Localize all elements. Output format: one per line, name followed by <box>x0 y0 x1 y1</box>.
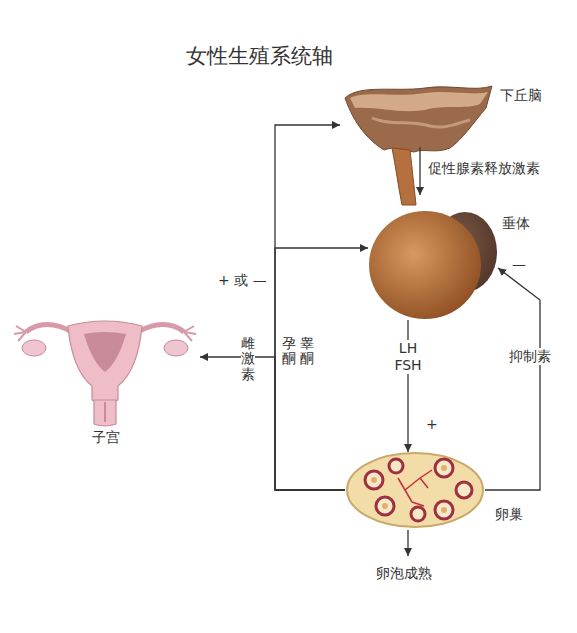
hypothalamus-node: 下丘脑 <box>340 85 495 147</box>
hormone-name: 睾酮 <box>300 336 314 367</box>
hormone-name: 孕酮 <box>282 336 296 367</box>
inhibition-sign: — <box>512 256 526 273</box>
ovary-drawing <box>347 453 483 527</box>
maturation-arrow <box>407 530 408 556</box>
node-label: 卵巢 <box>495 506 523 523</box>
edge-label: 抑制素 <box>509 348 551 365</box>
connector-arrow <box>485 268 540 490</box>
node-label: 垂体 <box>502 215 530 232</box>
pituitary-drawing <box>369 211 497 319</box>
pituitary-node: 垂体 <box>368 195 498 320</box>
hypothalamus-drawing <box>345 86 492 205</box>
result-label: 卵泡成熟 <box>376 565 432 582</box>
node-label: 下丘脑 <box>500 87 542 104</box>
hormone-name: 雌激素 <box>241 336 255 382</box>
uterus-node: 子宫 <box>10 312 200 425</box>
uterus-drawing <box>14 321 196 426</box>
stimulation-sign: + <box>426 416 438 433</box>
diagram-title: 女性生殖系统轴 <box>186 44 333 69</box>
ovary-node: 卵巢 <box>345 452 485 530</box>
edge-label: 促性腺素释放激素 <box>428 160 540 177</box>
connector-arrow <box>275 248 368 490</box>
node-label: 子宫 <box>92 429 120 446</box>
feedback-sign: + 或 — <box>218 272 267 289</box>
connector-arrow <box>200 357 345 490</box>
edge-label: LH FSH <box>391 340 425 374</box>
connector-arrow <box>275 125 345 490</box>
connector-arrow <box>419 147 420 195</box>
